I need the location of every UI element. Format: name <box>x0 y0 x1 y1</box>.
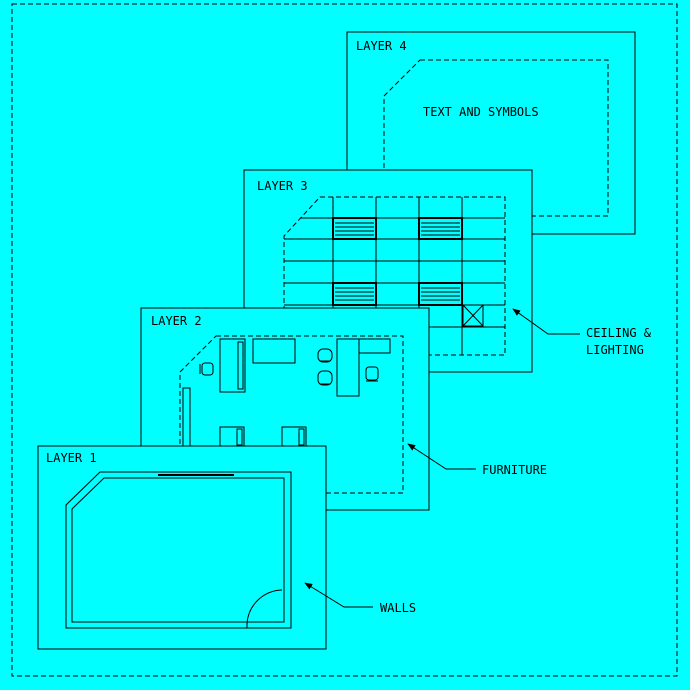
desk <box>219 338 246 393</box>
furniture-leader-arrow <box>407 443 476 470</box>
light-fixture <box>332 282 377 306</box>
layer-1-sheet <box>37 445 327 650</box>
chair <box>317 370 333 386</box>
outer-wall <box>65 471 292 629</box>
ceiling-vent <box>462 304 484 327</box>
layer-4-content-label: TEXT AND SYMBOLS <box>423 105 539 119</box>
layer-3-room-outline <box>283 196 506 356</box>
layer-1-label: LAYER 1 <box>46 451 97 465</box>
door-swing <box>246 589 283 625</box>
table <box>252 338 296 364</box>
chair <box>365 366 379 382</box>
chair <box>317 348 333 363</box>
light-fixture <box>418 282 463 306</box>
layer-4-label: LAYER 4 <box>356 39 407 53</box>
ceiling-callout-line1: CEILING & <box>586 326 652 340</box>
layer-3 <box>243 169 533 373</box>
outer-border <box>11 3 678 677</box>
walls-leader-arrow <box>304 582 373 608</box>
layer-3-label: LAYER 3 <box>257 179 308 193</box>
chair <box>199 362 214 376</box>
walls-callout: WALLS <box>380 601 416 615</box>
ceiling-leader-arrow <box>512 308 580 335</box>
layer-2-room-outline <box>179 335 404 494</box>
light-fixture <box>332 217 377 240</box>
light-fixture <box>418 217 463 240</box>
inner-wall <box>71 477 285 623</box>
layer-1 <box>37 445 327 650</box>
desk <box>336 338 391 397</box>
layer-2-label: LAYER 2 <box>151 314 202 328</box>
ceiling-callout-line2: LIGHTING <box>586 343 644 357</box>
furniture-callout: FURNITURE <box>482 463 547 477</box>
